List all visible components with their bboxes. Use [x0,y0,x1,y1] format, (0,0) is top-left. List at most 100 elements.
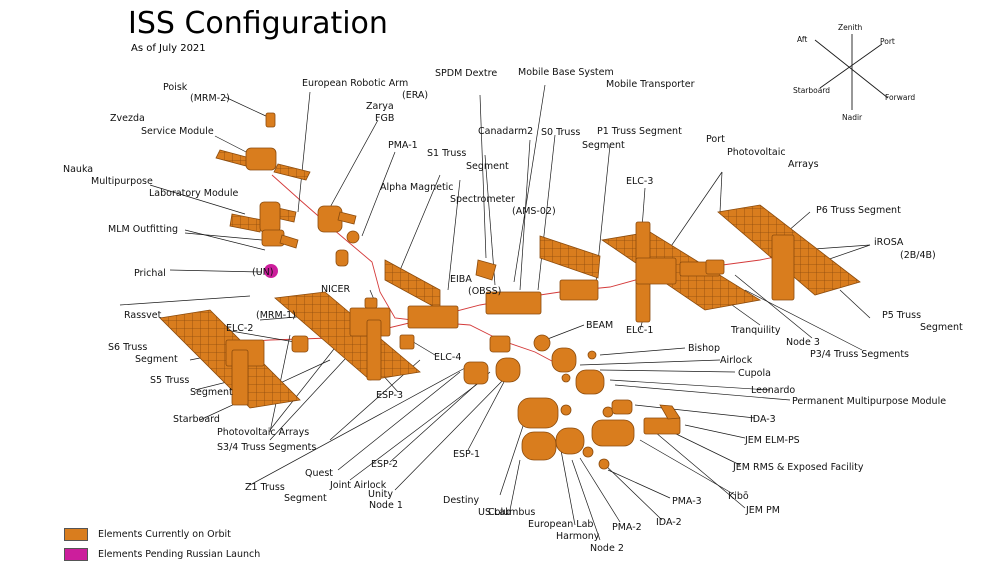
page-title: ISS Configuration [128,6,388,41]
label: Segment [466,161,509,172]
label: (ERA) [402,90,428,101]
label: Bishop [688,343,720,354]
label: Laboratory Module [149,188,238,199]
label: P1 Truss Segment [597,126,682,137]
label: S0 Truss [541,127,580,138]
label: JEM RMS & Exposed Facility [732,462,864,473]
label: Photovoltaic [727,147,786,158]
leader-lines [119,84,871,541]
label: Spectrometer [450,194,515,205]
label: Leonardo [751,385,795,396]
label: Segment [582,140,625,151]
label: SPDM Dextre [435,68,497,79]
label: (AMS-02) [512,206,556,217]
label: IDA-2 [656,517,682,528]
label: P3/4 Truss Segments [810,349,909,360]
label: Harmony [556,531,600,542]
label: ESP-2 [371,459,398,470]
label: FGB [375,113,394,124]
orientation-compass [814,34,889,110]
label: BEAM [586,320,613,331]
label: Starboard [173,414,220,425]
prichal-module [264,264,278,278]
label: PMA-2 [612,522,642,533]
label: JEM PM [745,505,780,516]
label: Segment [190,387,233,398]
legend: Elements Currently on Orbit Elements Pen… [64,524,260,564]
orientation-labels: Zenith Port Aft Starboard Forward Nadir [793,23,915,122]
legend-item-orbit: Elements Currently on Orbit [64,524,260,544]
label: Destiny [443,495,479,506]
label: P5 Truss [882,310,921,321]
dir-zenith: Zenith [838,23,863,32]
legend-label: Elements Currently on Orbit [98,528,231,540]
label: Node 1 [369,500,403,511]
label: Joint Airlock [329,480,387,491]
legend-label: Elements Pending Russian Launch [98,548,261,560]
label: US Lab [478,507,511,518]
label: Airlock [720,355,753,366]
label: S1 Truss [427,148,466,159]
label: ELC-3 [626,176,653,187]
label: IDA-3 [750,414,776,425]
label: Nauka [63,164,93,175]
label: PMA-1 [388,140,418,151]
page-subtitle: As of July 2021 [131,43,206,54]
label: Canadarm2 [478,126,533,137]
label: ELC-1 [626,325,653,336]
label: S3/4 Truss Segments [217,442,316,453]
label: iROSA [874,237,904,248]
label: Columbus [488,507,535,518]
label: Multipurpose [91,176,153,187]
legend-item-pending: Elements Pending Russian Launch [64,544,260,564]
label: Prichal [134,268,166,279]
label: Unity [368,489,393,500]
component-labels: Poisk (MRM-2) Zvezda Service Module Nauk… [63,67,963,554]
dir-starboard: Starboard [793,86,830,95]
label: ELC-4 [434,352,461,363]
label: Kibō [728,491,749,502]
label: Alpha Magnetic [380,182,454,193]
label: Segment [135,354,178,365]
label: NICER [321,284,351,295]
label: Arrays [788,159,819,170]
label: (OBSS) [468,286,501,297]
dir-aft: Aft [797,35,807,44]
label: JEM ELM-PS [744,435,800,446]
label: Zarya [366,101,394,112]
label: S6 Truss [108,342,147,353]
label: European Robotic Arm [302,78,408,89]
label: Z1 Truss [245,482,285,493]
label: Segment [920,322,963,333]
legend-swatch-orbit [64,527,88,541]
label: Node 2 [590,543,624,554]
label: Quest [305,468,333,479]
label: Photovoltaic Arrays [217,427,309,438]
label: Rassvet [124,310,162,321]
label: (MRM-1) [256,310,296,321]
label: MLM Outfitting [108,224,178,235]
label: Permanent Multipurpose Module [792,396,946,407]
label: EIBA [450,274,472,285]
label: Mobile Base System [518,67,614,78]
label: ESP-3 [376,390,403,401]
label: S5 Truss [150,375,189,386]
dir-forward: Forward [885,93,915,102]
label: PMA-3 [672,496,702,507]
dir-port: Port [880,37,895,46]
legend-swatch-pending [64,547,88,561]
label: Cupola [738,368,771,379]
station-modules [159,112,861,470]
label: Port [706,134,725,145]
label: ESP-1 [453,449,480,460]
label: ELC-2 [226,323,253,334]
label: Service Module [141,126,214,137]
label: European Lab [528,519,593,530]
label: Mobile Transporter [606,79,695,90]
label: P6 Truss Segment [816,205,901,216]
dir-nadir: Nadir [842,113,863,122]
label: Segment [284,493,327,504]
label: Poisk [163,82,188,93]
label: Zvezda [110,113,145,124]
